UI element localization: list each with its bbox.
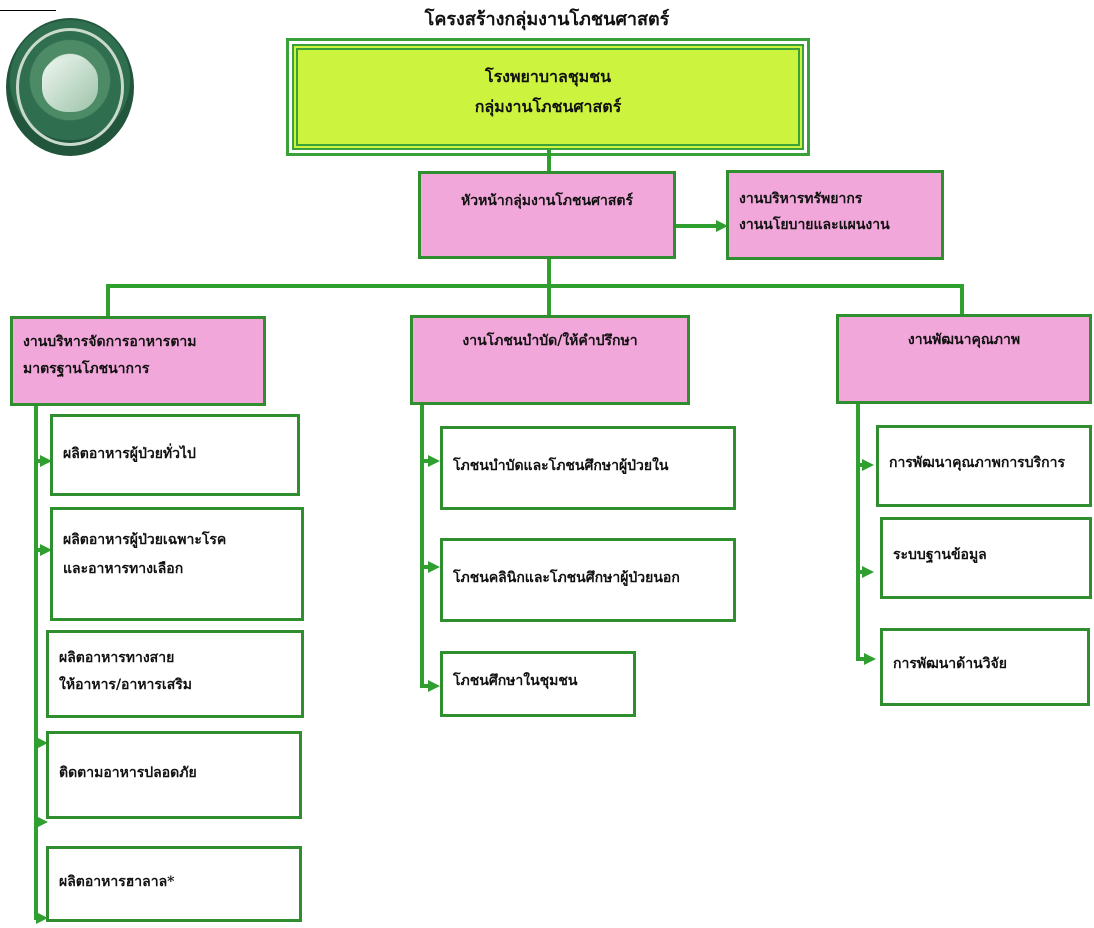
arrow-left-item-2-icon bbox=[40, 544, 52, 556]
top-box-line2: กลุ่มงานโภชนศาสตร์ bbox=[474, 97, 622, 117]
top-box-line1: โรงพยาบาลชุมชน bbox=[484, 67, 612, 86]
left-branch-1 bbox=[34, 459, 42, 463]
arrow-left-item-4-icon bbox=[36, 737, 48, 749]
left-item-5-line1: ผลิตอาหารฮาลาล* bbox=[59, 874, 175, 890]
mid-branch-3 bbox=[420, 684, 432, 688]
left-item-2-line2: และอาหารทางเลือก bbox=[63, 560, 184, 577]
mid-branch-2 bbox=[420, 565, 432, 569]
arrow-mid-item-2-icon bbox=[428, 561, 440, 573]
mid-item-1-label: โภชนบำบัดและโภชนศึกษาผู้ป่วยใน bbox=[453, 458, 669, 474]
right-head-label: งานพัฒนาคุณภาพ bbox=[907, 332, 1021, 348]
horizontal-branch-line bbox=[106, 284, 964, 288]
right-head-box: งานพัฒนาคุณภาพ bbox=[836, 314, 1092, 404]
mid-head-label: งานโภชนบำบัด/ให้คำปรึกษา bbox=[462, 333, 638, 349]
left-branch-2 bbox=[34, 548, 42, 552]
right-item-1: การพัฒนาคุณภาพการบริการ bbox=[876, 425, 1092, 507]
resource-box-line2: งานนโยบายและแผนงาน bbox=[739, 216, 890, 233]
branch-right-drop bbox=[960, 284, 964, 316]
mid-vertical-line bbox=[420, 405, 424, 687]
left-item-1-line1: ผลิตอาหารผู้ป่วยทั่วไป bbox=[63, 446, 196, 462]
right-vertical-line bbox=[856, 404, 860, 660]
left-vertical-line bbox=[34, 406, 38, 920]
right-item-2-label: ระบบฐานข้อมูล bbox=[893, 547, 987, 563]
right-branch-1 bbox=[856, 463, 866, 467]
left-item-4: ติดตามอาหารปลอดภัย bbox=[46, 731, 302, 819]
ministry-seal-logo bbox=[6, 18, 134, 156]
top-box: โรงพยาบาลชุมชน กลุ่มงานโภชนศาสตร์ bbox=[292, 44, 804, 150]
connector-top-to-head bbox=[547, 150, 551, 172]
arrow-mid-item-1-icon bbox=[428, 455, 440, 467]
resource-box: งานบริหารทรัพยากร งานนโยบายและแผนงาน bbox=[726, 170, 944, 260]
connector-head-to-resource bbox=[676, 224, 720, 228]
diagram-title: โครงสร้างกลุ่มงานโภชนศาสตร์ bbox=[424, 9, 670, 30]
left-item-2: ผลิตอาหารผู้ป่วยเฉพาะโรค และอาหารทางเลือ… bbox=[50, 507, 304, 621]
seal-ring bbox=[16, 28, 124, 146]
left-item-4-line1: ติดตามอาหารปลอดภัย bbox=[59, 765, 197, 781]
left-head-line1: งานบริหารจัดการอาหารตาม bbox=[23, 334, 197, 350]
right-item-2: ระบบฐานข้อมูล bbox=[880, 517, 1092, 599]
right-item-1-label: การพัฒนาคุณภาพการบริการ bbox=[889, 455, 1065, 471]
logo-top-line bbox=[0, 10, 56, 11]
arrow-to-resource-icon bbox=[716, 220, 728, 232]
seal-emblem-icon bbox=[42, 58, 98, 112]
mid-item-2: โภชนคลินิกและโภชนศึกษาผู้ป่วยนอก bbox=[440, 538, 736, 622]
branch-left-drop bbox=[106, 284, 110, 316]
head-box-label: หัวหน้ากลุ่มงานโภชนศาสตร์ bbox=[460, 193, 634, 209]
resource-box-line1: งานบริหารทรัพยากร bbox=[739, 191, 863, 207]
left-item-3: ผลิตอาหารทางสาย ให้อาหาร/อาหารเสริม bbox=[46, 630, 304, 718]
right-branch-3 bbox=[856, 657, 868, 661]
left-head-line2: มาตรฐานโภชนาการ bbox=[23, 361, 150, 378]
right-branch-2 bbox=[856, 570, 866, 574]
left-item-5: ผลิตอาหารฮาลาล* bbox=[46, 846, 302, 922]
left-item-3-line1: ผลิตอาหารทางสาย bbox=[59, 650, 175, 666]
left-item-2-line1: ผลิตอาหารผู้ป่วยเฉพาะโรค bbox=[63, 532, 227, 548]
mid-item-2-label: โภชนคลินิกและโภชนศึกษาผู้ป่วยนอก bbox=[453, 570, 680, 586]
arrow-left-bottom-icon bbox=[36, 912, 48, 924]
mid-branch-1 bbox=[420, 459, 432, 463]
arrow-left-item-1-icon bbox=[40, 455, 52, 467]
arrow-right-item-3-icon bbox=[864, 653, 876, 665]
left-item-1: ผลิตอาหารผู้ป่วยทั่วไป bbox=[50, 414, 300, 496]
mid-item-3-label: โภชนศึกษาในชุมชน bbox=[453, 673, 578, 689]
left-head-box: งานบริหารจัดการอาหารตาม มาตรฐานโภชนาการ bbox=[10, 316, 266, 406]
arrow-right-item-2-icon bbox=[862, 566, 874, 578]
mid-head-box: งานโภชนบำบัด/ให้คำปรึกษา bbox=[410, 315, 690, 405]
head-box: หัวหน้ากลุ่มงานโภชนศาสตร์ bbox=[418, 171, 676, 259]
right-item-3-label: การพัฒนาด้านวิจัย bbox=[893, 656, 1007, 672]
mid-item-1: โภชนบำบัดและโภชนศึกษาผู้ป่วยใน bbox=[440, 426, 736, 510]
right-item-3: การพัฒนาด้านวิจัย bbox=[880, 628, 1090, 706]
left-item-3-line2: ให้อาหาร/อาหารเสริม bbox=[59, 677, 193, 694]
arrow-left-item-5-icon bbox=[36, 816, 48, 828]
arrow-mid-item-3-icon bbox=[428, 680, 440, 692]
arrow-right-item-1-icon bbox=[862, 459, 874, 471]
mid-item-3: โภชนศึกษาในชุมชน bbox=[440, 651, 636, 717]
